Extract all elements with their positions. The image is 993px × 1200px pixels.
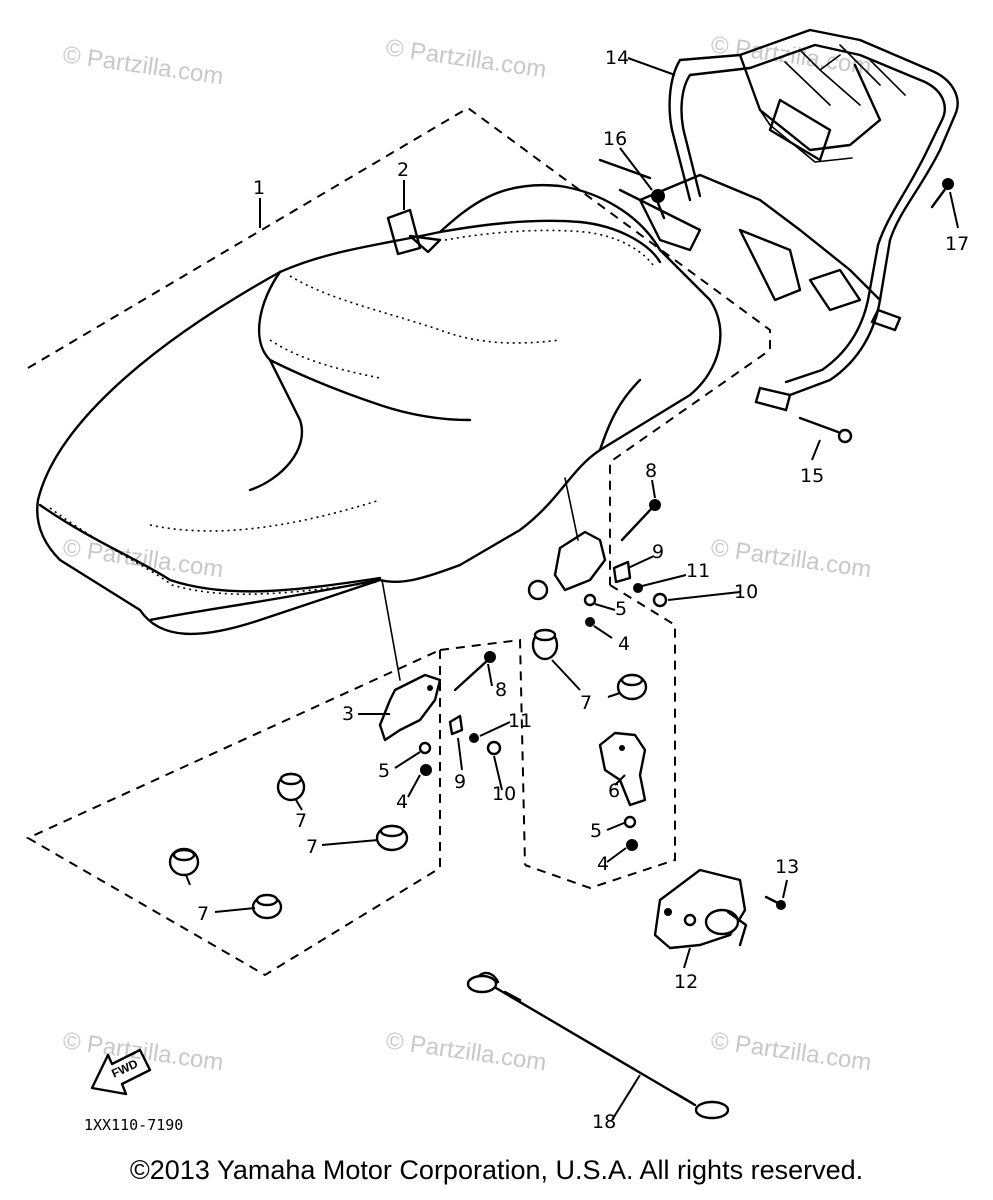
callout-2: 2 <box>397 159 409 181</box>
assembly-outlines <box>25 106 771 977</box>
callout-9: 9 <box>454 771 466 793</box>
callout-7: 7 <box>197 903 209 925</box>
bolt-17 <box>930 178 954 209</box>
right-bracket-group-outline <box>524 584 676 890</box>
damper <box>168 847 200 877</box>
fasteners <box>448 499 668 756</box>
copyright-notice: ©2013 Yamaha Motor Corporation, U.S.A. A… <box>129 1155 864 1185</box>
damper <box>375 824 409 852</box>
rubber-dampers <box>168 628 648 920</box>
seat <box>36 183 722 636</box>
left-bracket-group-outline <box>439 638 526 866</box>
callout-5: 5 <box>590 820 602 842</box>
watermark: © Partzilla.com <box>61 1027 225 1076</box>
callouts: 1 2 3 5 4 5 4 7 7 7 7 8 8 9 9 11 11 10 1… <box>197 47 969 1133</box>
callout-1: 1 <box>253 177 265 199</box>
damper <box>616 673 648 701</box>
callout-8: 8 <box>495 679 507 701</box>
callout-17: 17 <box>945 233 969 255</box>
callout-9: 9 <box>652 541 664 563</box>
bracket-3 <box>378 579 442 776</box>
screw-13 <box>764 895 786 910</box>
carrier-rack <box>598 28 959 412</box>
callout-12: 12 <box>674 971 698 993</box>
callout-6: 6 <box>608 780 620 802</box>
watermark: © Partzilla.com <box>709 1027 873 1076</box>
damper <box>531 628 559 661</box>
bolt-15 <box>798 416 853 444</box>
watermark: © Partzilla.com <box>61 41 225 90</box>
rear-seat-bracket <box>527 477 607 627</box>
callout-13: 13 <box>775 856 799 878</box>
watermark-layer: © Partzilla.com © Partzilla.com © Partzi… <box>61 31 873 1076</box>
callout-5: 5 <box>378 760 390 782</box>
bracket-6 <box>598 731 647 851</box>
callout-10: 10 <box>734 581 758 603</box>
callout-7: 7 <box>306 836 318 858</box>
bolt-16 <box>651 189 666 220</box>
callout-10: 10 <box>492 783 516 805</box>
callout-7: 7 <box>295 810 307 832</box>
callout-11: 11 <box>686 560 710 582</box>
callout-4: 4 <box>597 853 609 875</box>
damper <box>276 772 306 802</box>
seat-lock-12 <box>653 868 748 950</box>
watermark: © Partzilla.com <box>384 34 548 83</box>
callout-8: 8 <box>645 460 657 482</box>
callout-5: 5 <box>615 598 627 620</box>
callout-11: 11 <box>508 710 532 732</box>
callout-16: 16 <box>603 128 627 150</box>
callout-18: 18 <box>592 1111 616 1133</box>
seat-assembly-outline <box>25 106 771 977</box>
damper <box>251 893 283 920</box>
callout-3: 3 <box>342 703 354 725</box>
leader-lines <box>185 57 959 1121</box>
callout-4: 4 <box>396 791 408 813</box>
callout-15: 15 <box>800 465 824 487</box>
callout-4: 4 <box>618 633 630 655</box>
watermark: © Partzilla.com <box>384 1027 548 1076</box>
callout-7: 7 <box>580 692 592 714</box>
seat-cable-18 <box>466 971 730 1120</box>
watermark: © Partzilla.com <box>709 534 873 583</box>
callout-14: 14 <box>605 47 629 69</box>
diagram-code: 1XX110-7190 <box>84 1116 183 1134</box>
